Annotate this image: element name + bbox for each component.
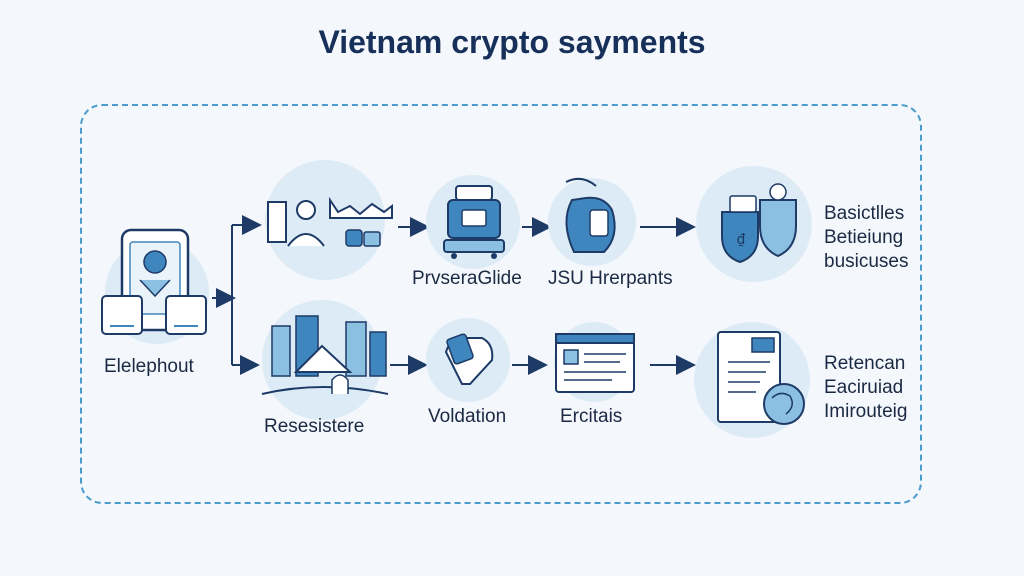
bottom-end-line-3: Imirouteig (824, 401, 908, 422)
head-profile-icon (548, 177, 636, 266)
bottom-end-line-2: Eaciruiad (824, 377, 904, 398)
top-node-2-label: PrvseraGlide (412, 268, 522, 289)
diagram-frame (80, 104, 922, 504)
top-end-line-2: Betieiung (824, 227, 904, 248)
bottom-node-1-label: Resesistere (264, 416, 365, 437)
start-node-label: Elelephout (104, 356, 194, 377)
connectors (212, 215, 696, 375)
shield-money-icon: ₫ (696, 166, 812, 282)
document-screen-icon (554, 322, 635, 402)
bottom-node-2-label: Voldation (428, 406, 507, 427)
top-end-line-1: Basictlles (824, 203, 905, 224)
phone-crypto-icon (101, 228, 209, 344)
top-end-line-3: busicuses (824, 251, 909, 272)
people-landmark-icon (265, 160, 393, 280)
bottom-end-node-label: Retencan Eaciruiad Imirouteig (824, 352, 907, 424)
hand-card-icon (426, 318, 510, 402)
city-skyline-icon (261, 300, 389, 420)
svg-text:₫: ₫ (737, 232, 746, 248)
paper-globe-icon (694, 322, 810, 438)
diagram-title: Vietnam crypto sayments (318, 24, 706, 60)
bottom-end-line-1: Retencan (824, 353, 906, 374)
top-end-node-label: Basictlles Betieiung busicuses (824, 202, 909, 274)
bottom-node-3-label: Ercitais (560, 406, 623, 427)
top-node-3-label: JSU Hrerpants (548, 268, 673, 289)
crypto-machine-icon (426, 175, 520, 269)
